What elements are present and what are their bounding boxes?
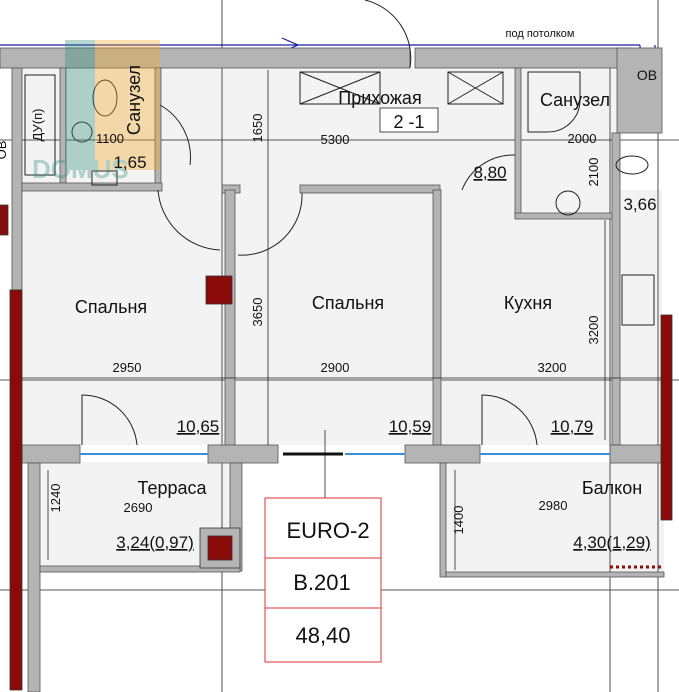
bedroom2-name: Спальня	[312, 293, 384, 313]
bedroom1-name: Спальня	[75, 297, 147, 317]
balcony-name: Балкон	[582, 478, 642, 498]
bathroom-right-depth: 2100	[586, 158, 601, 187]
bedroom2-area: 10,59	[389, 417, 432, 436]
bathroom-right-area: 3,66	[623, 195, 656, 214]
svg-text:DOMUS: DOMUS	[32, 154, 129, 184]
bathroom-right-name: Санузел	[540, 90, 610, 110]
hall-code-box	[379, 107, 439, 133]
apartment-type: EURO-2	[286, 518, 369, 543]
bathroom-left-width: 1100	[96, 131, 124, 146]
apartment-total-area: 48,40	[295, 623, 350, 648]
terrace-depth: 1240	[48, 484, 63, 513]
doors	[81, 0, 538, 446]
balcony-depth: 1400	[451, 506, 466, 535]
apartment-stamp	[264, 497, 382, 663]
kitchen-depth: 3200	[586, 316, 601, 345]
apartment-number: В.201	[293, 570, 351, 595]
bedroom2-width: 2900	[321, 360, 350, 375]
hall-name: Прихожая	[338, 88, 421, 108]
kitchen-area: 10,79	[551, 417, 594, 436]
shower-label: ДУ(п)	[30, 109, 45, 142]
terrace-area: 3,24(0,97)	[116, 533, 194, 552]
terrace-width: 2690	[124, 500, 153, 515]
balcony-area: 4,30(1,29)	[573, 533, 651, 552]
dimension-lines	[22, 70, 662, 570]
bathroom-left-area: 1,65	[113, 153, 146, 172]
bedroom2-depth: 3650	[250, 298, 265, 327]
bathroom-left-name: Санузел	[124, 65, 144, 135]
fixtures	[24, 71, 655, 326]
hall-code: 2 -1	[393, 112, 424, 132]
wardrobe	[299, 71, 381, 105]
vent-label: ОВ	[637, 67, 657, 83]
bedroom1-width: 2950	[113, 360, 142, 375]
walls	[0, 47, 666, 692]
vent-label-left: ОВ	[0, 141, 9, 160]
kitchen-name: Кухня	[504, 293, 552, 313]
terrace-name: Терраса	[137, 478, 207, 498]
hall-area: 8,80	[473, 163, 506, 182]
columns	[0, 204, 673, 691]
ceiling-note: под потолком	[506, 28, 575, 40]
hall-depth: 1650	[250, 114, 265, 143]
bathroom-right-width: 2000	[568, 131, 597, 146]
domus-logo-watermark: DOMUS	[32, 40, 160, 184]
balcony-width: 2980	[539, 498, 568, 513]
hall-width: 5300	[321, 132, 350, 147]
kitchen-width: 3200	[538, 360, 567, 375]
bedroom1-area: 10,65	[177, 417, 220, 436]
